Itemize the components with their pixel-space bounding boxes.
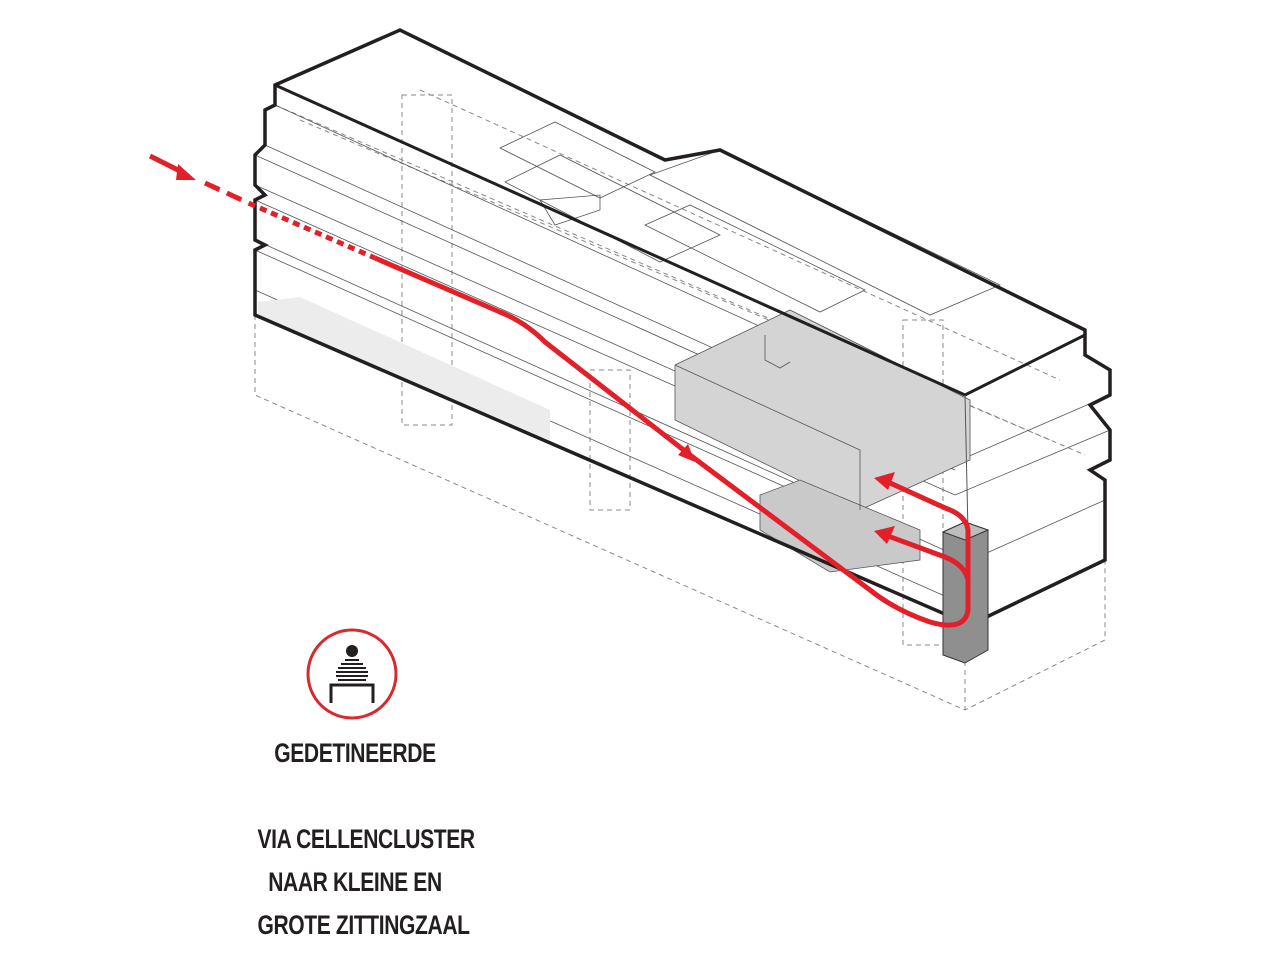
detainee-route [148, 153, 971, 628]
main-building-outline [253, 28, 1112, 627]
small-courtroom-arrow-icon [874, 472, 895, 490]
large-courtroom-arrow-icon [874, 526, 895, 544]
route-arrowheads [176, 164, 895, 544]
bottom-floor-shade [258, 297, 550, 440]
legend-title: GEDETINEERDE [274, 738, 436, 768]
description-line: VIA CELLENCLUSTER [257, 824, 476, 854]
description-line: NAAR KLEINE EN [268, 867, 442, 897]
description-line: GROTE ZITTINGZAAL [257, 910, 471, 940]
entry-arrow-icon [176, 164, 196, 180]
detainee-at-table-icon [306, 628, 398, 720]
courtroom-shaded-volumes [674, 309, 971, 573]
direction-arrow-icon [678, 444, 695, 462]
legend-description: VIA CELLENCLUSTER NAAR KLEINE EN GROTE Z… [257, 818, 476, 947]
